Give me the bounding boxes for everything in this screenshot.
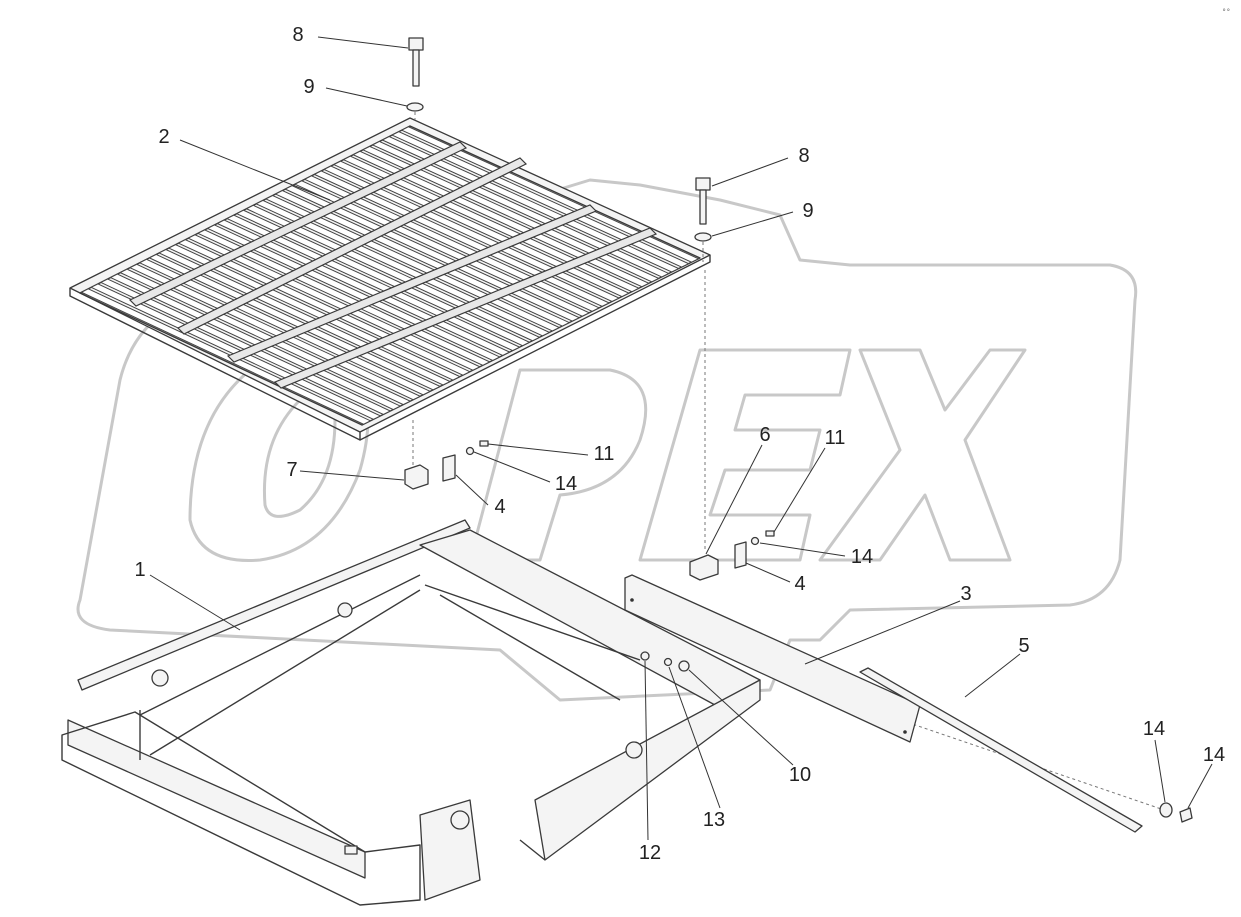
grate-slat	[342, 155, 641, 293]
washer-14-frame	[678, 660, 690, 672]
grate-slat	[332, 160, 631, 298]
grate-slat	[361, 145, 660, 283]
grate-slat	[138, 258, 432, 396]
callout-labels: 8 9 2 8 9 11 7 14 4 6 11 14 4 1 3 5 14 1…	[134, 24, 1225, 864]
grate-slat	[109, 273, 402, 411]
washer-14-right-end	[1159, 802, 1173, 818]
grate-slat	[80, 288, 372, 425]
grate-slat	[390, 131, 690, 268]
callout-5: 5	[1018, 635, 1029, 657]
grate-slat	[371, 140, 670, 278]
washer-14-left	[465, 446, 475, 456]
bolt-11-right	[765, 530, 775, 537]
callout-3: 3	[960, 583, 971, 605]
callout-8-top-right: 8	[798, 145, 809, 167]
callout-11-right: 11	[825, 427, 846, 449]
grate-slat	[313, 170, 611, 307]
grate-slat	[381, 136, 680, 273]
bolt-8-right	[695, 177, 711, 225]
washer-9-right	[694, 232, 712, 242]
callout-12: 12	[639, 842, 661, 864]
callout-8-top-left: 8	[292, 24, 303, 46]
callout-10: 14	[1203, 744, 1225, 766]
bolt-11-left	[479, 440, 489, 447]
grate-panel	[69, 117, 711, 441]
grate-slat	[293, 180, 591, 317]
callout-13: 13	[703, 809, 725, 831]
washer-14-right	[750, 536, 760, 546]
callout-14-left: 14	[555, 473, 577, 495]
callout-6: 6	[759, 424, 770, 446]
washer-9-left	[406, 102, 424, 112]
callout-9-top-right: 9	[802, 200, 813, 222]
callout-11-left: 11	[594, 443, 615, 465]
grate-slat	[99, 278, 392, 415]
callout-14-right: 14	[851, 546, 873, 568]
bracket-4-left	[442, 454, 456, 482]
grate-slat	[90, 283, 382, 420]
nut-12	[640, 651, 650, 661]
grate-slat	[148, 253, 442, 391]
grate-slat	[167, 244, 462, 381]
strip-5	[859, 667, 1143, 833]
callout-14-frame: 10	[789, 764, 811, 786]
grate-slat	[303, 175, 601, 312]
bolt-10	[1179, 807, 1193, 823]
bracket-4-right	[734, 541, 747, 569]
bolt-8-left	[408, 37, 424, 87]
grate-slat	[400, 126, 700, 263]
callout-7: 7	[286, 459, 297, 481]
washer-13	[663, 657, 673, 667]
block-7	[404, 464, 429, 490]
grate-slat	[119, 268, 412, 406]
frame-1	[61, 519, 761, 906]
grate-slat	[128, 263, 422, 401]
callout-2: 2	[158, 126, 169, 148]
leader-lines	[149, 36, 1213, 841]
plate-3	[624, 574, 921, 743]
corner-code: °°	[1222, 8, 1230, 16]
block-6	[689, 554, 719, 581]
callout-14-far-right: 14	[1143, 718, 1165, 740]
callout-4-left: 4	[494, 496, 505, 518]
callout-9-top-left: 9	[303, 76, 314, 98]
grate-slat	[157, 248, 452, 386]
callout-1: 1	[134, 559, 145, 581]
grate-slat	[177, 239, 472, 376]
grate-slat	[322, 165, 621, 303]
callout-4-right: 4	[794, 573, 805, 595]
grate-slat	[352, 150, 650, 288]
